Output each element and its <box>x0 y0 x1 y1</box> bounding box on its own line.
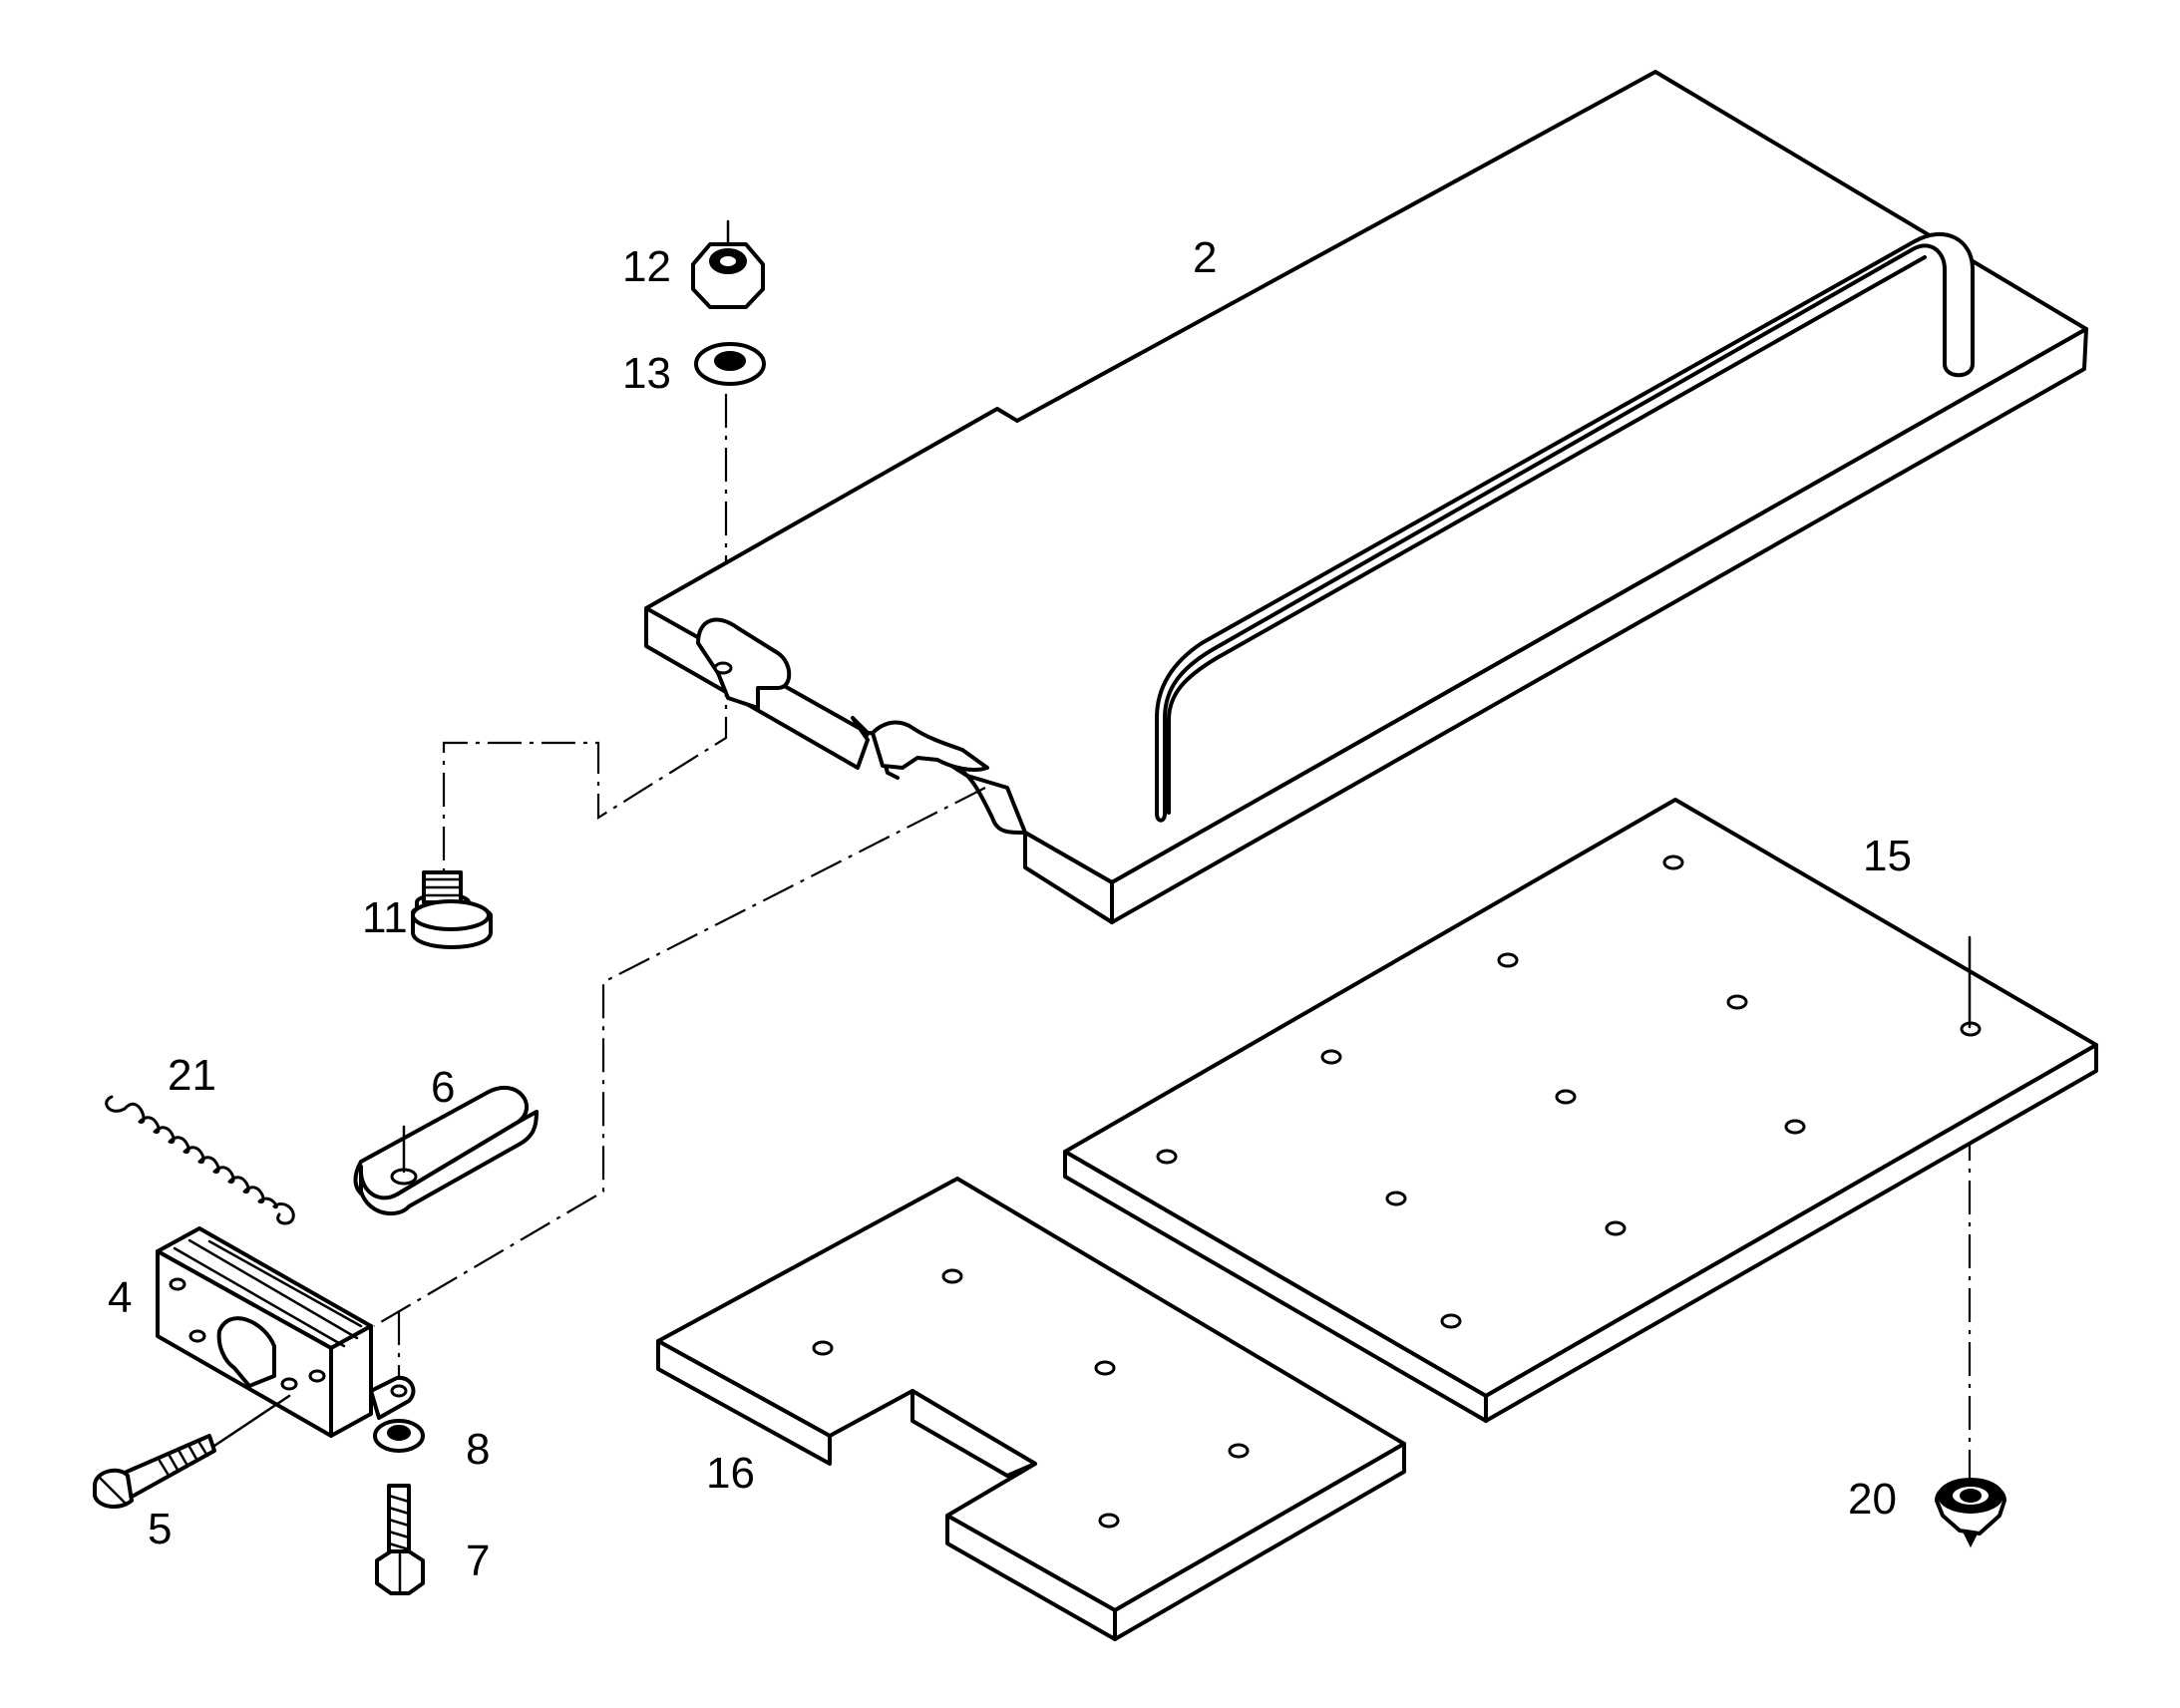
part-16-notched-pad <box>656 1177 1406 1641</box>
callout-16: 16 <box>706 1449 755 1498</box>
part-6-link <box>353 1085 539 1215</box>
callout-2: 2 <box>1193 233 1217 282</box>
callout-15: 15 <box>1863 832 1912 880</box>
callout-12: 12 <box>622 242 671 291</box>
callout-20: 20 <box>1848 1475 1897 1524</box>
callout-7: 7 <box>466 1537 490 1585</box>
callout-6: 6 <box>431 1063 455 1112</box>
part-4-latch-block <box>156 1226 416 1438</box>
callout-5: 5 <box>148 1505 172 1553</box>
callout-4: 4 <box>108 1273 132 1322</box>
callout-21: 21 <box>168 1051 216 1100</box>
callout-13: 13 <box>622 349 671 398</box>
part-12-hex-nut <box>691 219 765 309</box>
part-11-knurled-screw <box>411 870 493 949</box>
part-5-slotted-screw <box>93 1394 291 1509</box>
callout-8: 8 <box>466 1425 490 1474</box>
part-21-spring <box>105 1095 295 1225</box>
part-13-washer <box>694 342 766 386</box>
part-8-washer <box>373 1419 425 1453</box>
callout-11: 11 <box>362 893 408 942</box>
part-7-cap-screw <box>375 1484 425 1595</box>
part-15-foam-pad <box>1063 798 2098 1423</box>
callout-labels: 2 4 5 6 7 8 11 12 13 15 16 20 21 <box>108 233 1912 1585</box>
part-20-foot <box>1935 1478 2006 1548</box>
pad-16-holes <box>812 1268 1250 1529</box>
part-2-cover-plate <box>644 70 2088 924</box>
